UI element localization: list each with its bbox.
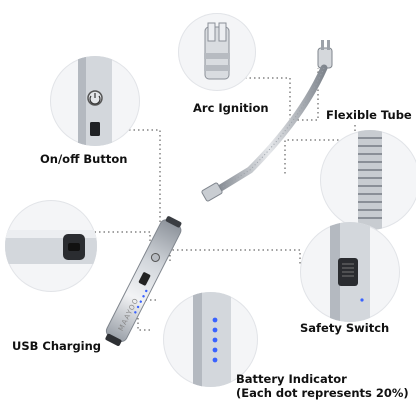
safety-switch-label: Safety Switch bbox=[300, 321, 390, 335]
on-off-button-label: On/off Button bbox=[40, 152, 128, 166]
leader-safety bbox=[169, 249, 330, 266]
power-button-closeup bbox=[50, 56, 140, 146]
safety-switch-closeup bbox=[300, 222, 400, 322]
usb-port-closeup bbox=[5, 200, 97, 292]
safety-switch-icon bbox=[330, 222, 370, 322]
battery-indicator-note: (Each dot represents 20%) bbox=[236, 386, 409, 401]
leader-flexible bbox=[284, 125, 356, 175]
battery-indicator-title: Battery Indicator bbox=[236, 372, 347, 386]
arc-ignition-icon bbox=[204, 22, 230, 80]
flexible-tube-closeup bbox=[320, 130, 416, 230]
lighter-body: MAAYOO bbox=[105, 216, 182, 346]
arc-ignition-closeup bbox=[178, 13, 256, 91]
flexible-tube-label: Flexible Tube bbox=[326, 108, 412, 122]
battery-led-closeup bbox=[163, 292, 258, 387]
power-button-icon bbox=[78, 56, 112, 146]
usb-port-icon bbox=[5, 230, 97, 264]
battery-indicator-label: Battery Indicator (Each dot represents 2… bbox=[236, 372, 416, 401]
battery-led-icon bbox=[193, 292, 231, 387]
usb-charging-label: USB Charging bbox=[12, 339, 102, 353]
arc-ignition-label: Arc Ignition bbox=[193, 101, 269, 115]
flexible-tube-icon bbox=[358, 130, 382, 230]
lighter-tip bbox=[317, 40, 333, 69]
